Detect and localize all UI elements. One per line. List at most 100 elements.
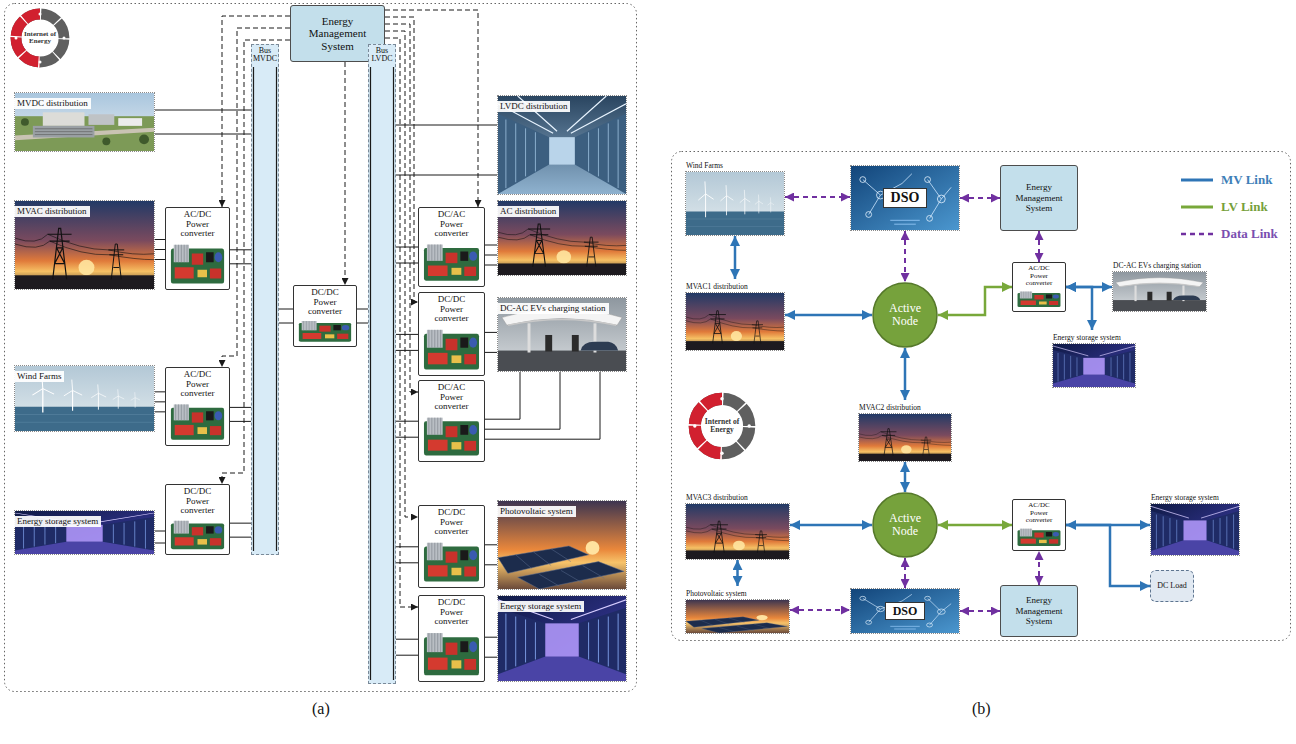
picture-heading: Photovoltaic system [497,506,576,517]
pcb-image [424,633,479,675]
connector-line [357,323,368,324]
converter-label: DC/DC Power converter [304,288,346,317]
pcb-picture [1016,527,1062,547]
converter-label: DC/AC Power converter [431,210,473,239]
box-label: Energy Management System [302,15,374,53]
connector-line [938,524,1012,527]
bus-conductor [393,67,394,680]
picture-heading: Energy storage system [14,516,101,527]
sto-image [15,511,154,554]
wind-image [15,366,154,431]
pcb-image [424,418,479,456]
picture-box: Photovoltaic system [685,586,790,634]
picture-frame [422,414,481,458]
connector-line [485,544,497,545]
power-wire [396,639,418,655]
connector-line [155,249,165,250]
connector-line [485,372,600,439]
connector-line [396,639,418,640]
converter-box: AC/DC Power converter [1012,499,1066,551]
box-label: Energy Management System [1008,182,1070,213]
logo-image [693,397,751,455]
management-box: Energy Management System [1000,585,1078,637]
bus-bar: Bus MVDC [251,44,279,555]
connector-line [485,564,497,565]
data-link [960,611,1000,612]
sun-picture [686,504,789,559]
legend: MV LinkLV LinkData Link [1180,166,1278,247]
bus-conductor [370,67,371,680]
power-wire [155,392,165,412]
connector-line [230,249,251,250]
data-link [1039,231,1040,262]
load-box: DC Load [1150,570,1194,602]
connector-line [357,309,368,310]
picture-heading: LVDC distribution [497,101,570,112]
picture-box: Energy storage system [497,595,627,682]
lv-link [938,525,1012,526]
converter-label: DC/DC Power converter [177,487,219,516]
power-wire [396,421,418,437]
picture-frame [169,518,226,551]
picture-box: DC-AC EVs charging station [1112,258,1207,312]
connector-line [279,309,293,310]
connectors [155,10,1150,657]
picture-frame [685,599,790,634]
dso-image [851,589,959,633]
converter-box: DC/DC Power converter [418,292,485,376]
converter-label: DC/DC Power converter [431,295,473,324]
picture-heading: AC distribution [497,206,559,217]
converter-box: AC/DC Power converter [165,207,230,290]
picture-box: Wind Farms [14,365,155,432]
sto-picture [1151,504,1239,555]
pcb-picture [1016,290,1062,308]
connector-line [485,657,497,658]
converter-box: AC/DC Power converter [165,367,230,446]
converter-label: AC/DC Power converter [177,210,219,239]
logo-text: Internet of Energy [21,31,58,46]
legend-sample [1180,228,1214,240]
pv-picture [686,600,789,633]
dso-box: DSO [850,588,960,634]
legend-line [1181,205,1213,208]
pcb-image [1018,529,1061,546]
act-image [873,493,937,557]
label-holder: (a) [312,700,330,718]
connector-line [485,245,497,246]
connector-line [485,372,520,419]
connector-line [396,546,418,547]
picture-frame [685,503,790,560]
converter-label: DC/DC Power converter [431,508,473,537]
connector-line [396,437,418,438]
power-wire [485,245,497,265]
connector-line [155,401,165,402]
converter-label: DC/AC Power converter [431,383,473,412]
node-label: Active Node [879,302,931,328]
mv-link [1066,287,1092,330]
pcb-picture [422,629,481,678]
control-link [345,62,346,285]
connector-line [960,197,1000,199]
power-wire [230,250,251,264]
dso-box: DSO [850,165,960,231]
pcb-image [171,521,224,549]
picture-frame [422,539,481,584]
data-link [960,198,1000,199]
pcb-picture [422,241,481,283]
power-wire [485,332,497,352]
ev-image [1113,272,1206,311]
connector-line [790,524,872,527]
picture-frame [858,413,952,462]
connector-line [485,372,560,429]
mv-link [737,560,738,586]
converter-label: AC/DC Power converter [1022,265,1056,288]
connector-line [736,560,739,586]
pcb-image [424,330,479,370]
picture-box: Energy storage system [14,510,155,555]
connector-line [155,134,251,135]
connector-line [230,263,251,264]
data-link [905,558,906,588]
ev-picture [1113,272,1206,311]
pcb-picture [422,326,481,372]
connector-line [155,543,165,544]
